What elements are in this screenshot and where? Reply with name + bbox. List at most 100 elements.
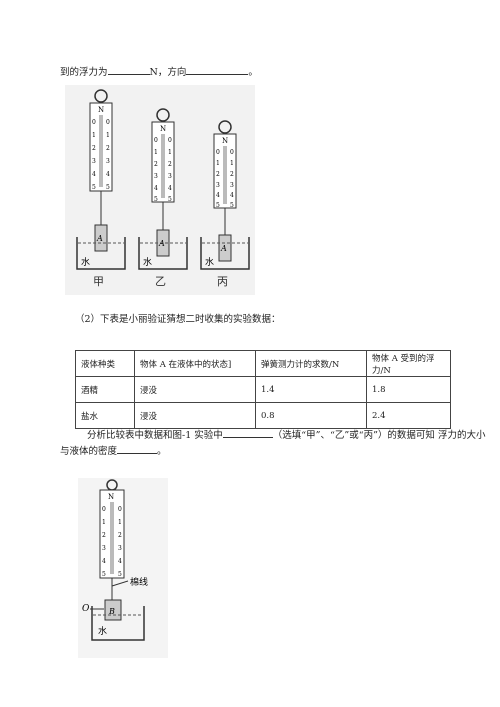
para-text-c: 与液体的密度 — [60, 446, 118, 457]
tick-label: 5 — [118, 571, 122, 578]
analysis-line-1: 分析比较表中数据和图-1 实验中 （选填“甲”、“乙”或“丙”）的数据可知 浮力的… — [87, 427, 485, 441]
tick-label: 3 — [92, 158, 96, 165]
water-label: 水 — [81, 256, 90, 268]
tick-label: 1 — [106, 132, 110, 139]
tick-label: 3 — [102, 545, 106, 552]
tick-label: 4 — [102, 558, 106, 565]
figure-choice-blank[interactable] — [222, 428, 273, 438]
tick-label: 0 — [154, 137, 158, 144]
tick-label: 4 — [216, 192, 220, 199]
tick-label: 1 — [102, 519, 106, 526]
para-text-a: 分析比较表中数据和图-1 实验中 — [87, 430, 223, 441]
q1-text-c: 。 — [248, 67, 258, 78]
tick-label: 3 — [154, 173, 158, 180]
table-cell: 2.4 — [366, 402, 451, 429]
density-relation-blank[interactable] — [117, 444, 158, 454]
table-header-cell: 物体 A 受到的浮力/N — [366, 350, 451, 377]
scale-letter: N — [222, 137, 228, 145]
tick-label: 4 — [118, 558, 122, 565]
tick-label: 3 — [230, 182, 234, 189]
table-header-cell: 物体 A 在液体中的状态] — [134, 350, 256, 377]
figure-1-spring-scales: N 0 1 2 3 4 5 0 1 2 3 4 5 A 水 甲 N 0 1 2 … — [65, 85, 255, 295]
tick-label: 2 — [230, 171, 234, 178]
tick-label: 5 — [154, 196, 158, 203]
tick-label: 4 — [154, 185, 158, 192]
tick-label: 5 — [92, 184, 96, 191]
water-label: 水 — [205, 256, 214, 268]
tick-label: 4 — [168, 185, 172, 192]
scale-bing: N 0 1 2 3 4 5 0 1 2 3 4 5 A 水 丙 — [200, 120, 250, 288]
tick-label: 3 — [168, 173, 172, 180]
para-text-d: 。 — [157, 446, 167, 457]
scale-letter: N — [160, 125, 166, 133]
q2-intro: （2）下表是小丽验证猜想二时收集的实验数据： — [75, 314, 281, 325]
tick-label: 3 — [118, 545, 122, 552]
table-cell: 浸没 — [134, 402, 256, 429]
water-label: 水 — [98, 625, 107, 637]
tick-label: 0 — [118, 506, 122, 513]
tick-label: 0 — [106, 119, 110, 126]
tick-label: 2 — [106, 145, 110, 152]
point-o-label: O — [82, 604, 90, 614]
q1-text-b: N，方向 — [149, 67, 187, 78]
table-cell: 盐水 — [75, 402, 135, 429]
tick-label: 1 — [118, 519, 122, 526]
table-cell: 酒精 — [75, 376, 135, 403]
tick-label: 5 — [216, 202, 220, 209]
tick-label: 2 — [92, 145, 96, 152]
q1-text-a: 到的浮力为 — [60, 67, 108, 78]
block-b-label: B — [108, 607, 115, 616]
direction-blank[interactable] — [186, 65, 249, 75]
table-row: 酒精 浸没 1.4 1.8 — [75, 376, 451, 403]
block-a-label: A — [220, 244, 227, 253]
tick-label: 2 — [118, 532, 122, 539]
tick-label: 5 — [168, 196, 172, 203]
tick-label: 3 — [106, 158, 110, 165]
table-cell: 0.8 — [255, 402, 367, 429]
tick-label: 4 — [106, 171, 110, 178]
tick-label: 2 — [102, 532, 106, 539]
tick-label: 1 — [230, 160, 234, 167]
tick-label: 1 — [92, 132, 96, 139]
caption-bing: 丙 — [217, 275, 228, 288]
table-header-row: 液体种类 物体 A 在液体中的状态] 弹簧测力计的求数/N 物体 A 受到的浮力… — [75, 350, 451, 377]
scale-jia: N 0 1 2 3 4 5 0 1 2 3 4 5 A 水 甲 — [76, 89, 126, 288]
table-header-cell: 液体种类 — [75, 350, 135, 377]
thread-label: 棉线 — [130, 576, 148, 588]
q1-line: 到的浮力为 N，方向 。 — [60, 64, 258, 78]
tick-label: 2 — [216, 171, 220, 178]
tick-label: 0 — [168, 137, 172, 144]
data-table: 液体种类 物体 A 在液体中的状态] 弹簧测力计的求数/N 物体 A 受到的浮力… — [75, 350, 451, 429]
tick-label: 5 — [230, 202, 234, 209]
water-label: 水 — [143, 256, 152, 268]
tick-label: 1 — [154, 149, 158, 156]
tick-label: 0 — [92, 119, 96, 126]
tick-label: 5 — [106, 184, 110, 191]
tick-label: 5 — [102, 571, 106, 578]
tick-label: 4 — [92, 171, 96, 178]
table-header-cell: 弹簧测力计的求数/N — [255, 350, 367, 377]
caption-jia: 甲 — [93, 275, 104, 288]
para-text-b: （选填“甲”、“乙”或“丙”）的数据可知 浮力的大小 — [272, 430, 486, 441]
scale-letter: N — [108, 493, 114, 501]
table-row: 盐水 浸没 0.8 2.4 — [75, 402, 451, 429]
tick-label: 0 — [230, 149, 234, 156]
tick-label: 0 — [216, 149, 220, 156]
tick-label: 1 — [168, 149, 172, 156]
tick-label: 1 — [216, 160, 220, 167]
tick-label: 3 — [216, 182, 220, 189]
tick-label: 0 — [102, 506, 106, 513]
tick-label: 2 — [168, 161, 172, 168]
table-cell: 1.4 — [255, 376, 367, 403]
tick-label: 4 — [230, 192, 234, 199]
figure-2-spring-scale: N 0 1 2 3 4 5 0 1 2 3 4 5 棉线 O B 水 — [78, 478, 168, 658]
table-cell: 浸没 — [134, 376, 256, 403]
buoyancy-blank[interactable] — [107, 65, 150, 75]
table-cell: 1.8 — [366, 376, 451, 403]
tick-label: 2 — [154, 161, 158, 168]
block-a-label: A — [96, 234, 103, 243]
scale-letter: N — [98, 106, 104, 114]
analysis-line-2: 与液体的密度 。 — [60, 443, 167, 457]
scale-yi: N 0 1 2 3 4 5 0 1 2 3 4 5 A 水 乙 — [138, 108, 188, 288]
caption-yi: 乙 — [155, 275, 166, 288]
